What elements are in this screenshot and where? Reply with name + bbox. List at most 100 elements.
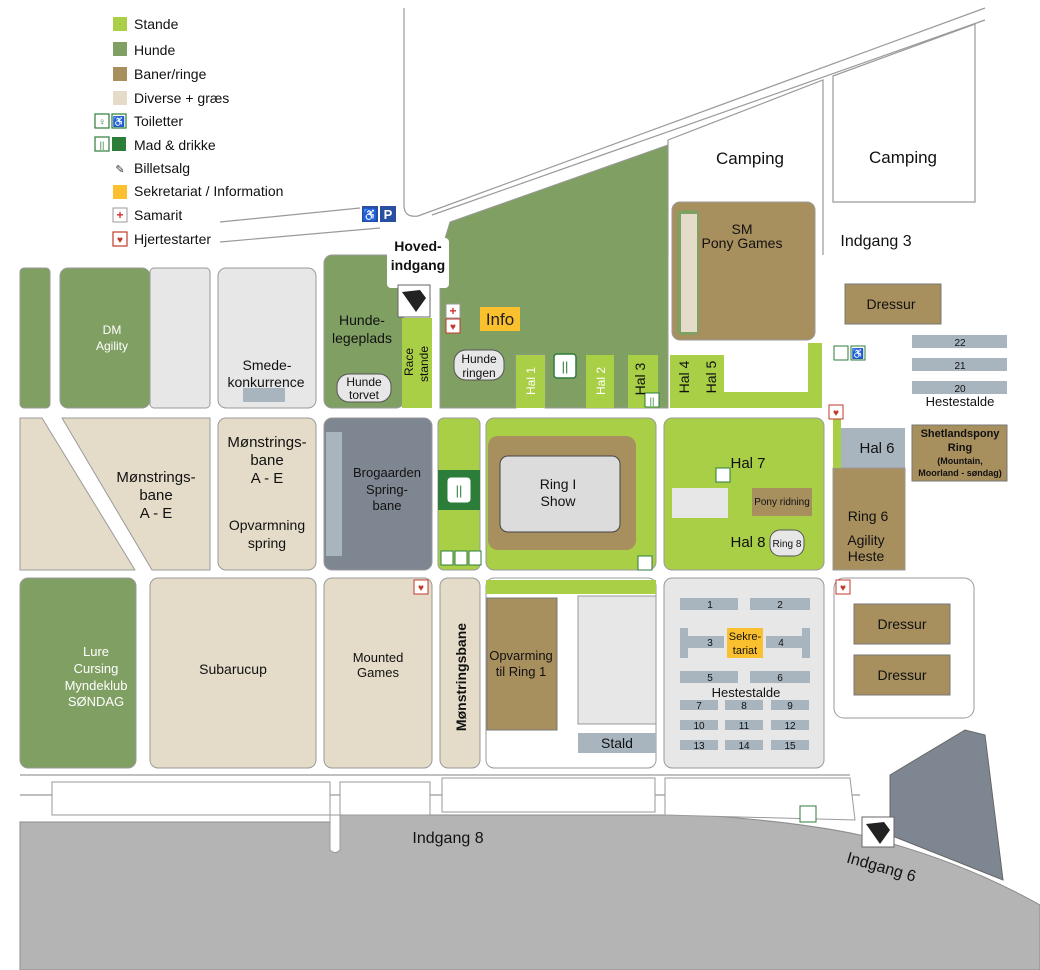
ring6-label-2: Agility [847, 532, 884, 548]
stall-label: 3 [707, 638, 713, 649]
race-stande-area [402, 318, 432, 408]
area-labels: Camping Camping Indgang 3 SM Pony Games … [65, 148, 1002, 886]
sekretariat-box [727, 628, 763, 658]
opvarming-ring1 [486, 597, 558, 731]
brogaarden-label-1: Brogaarden [353, 465, 421, 480]
subarucup-area [149, 577, 317, 769]
hal4-stand [670, 355, 698, 408]
opv-spring-label-1: Opvarmning [229, 517, 305, 533]
food-icon: || [553, 353, 577, 379]
legend-diverse: Diverse + græs [134, 90, 229, 106]
svg-text:♥: ♥ [418, 583, 424, 594]
indgang3-label: Indgang 3 [840, 233, 911, 250]
mounted-label-2: Games [357, 665, 399, 680]
svg-text:||: || [100, 140, 105, 150]
lure-label-1: Lure [83, 644, 109, 659]
svg-text:||: || [562, 359, 569, 374]
legend-toilet-icon: ♀ ♿ [94, 113, 127, 129]
stald-block [577, 595, 657, 725]
stall-label: 4 [778, 638, 784, 649]
hal2-stand [586, 355, 614, 408]
dressur-r2-label: Dressur [877, 667, 926, 683]
shetland-label-1: Shetlandspony [921, 428, 1001, 440]
indgang8-label: Indgang 8 [412, 830, 483, 847]
mounted-games-area [323, 577, 433, 769]
stall-11 [725, 720, 763, 730]
legend-mad: Mad & drikke [134, 137, 216, 153]
legend-first-aid-icon: + [112, 207, 128, 223]
stall-label: 13 [693, 741, 705, 752]
brogaarden-area [323, 417, 433, 571]
strip-left [19, 267, 51, 409]
hal3-label: Hal 3 [632, 362, 648, 395]
hestestalde-right-label: Hestestalde [926, 394, 995, 409]
stall-4-end [802, 628, 810, 658]
sm-pony-inner [681, 214, 697, 332]
ms-left-label-1: Mønstrings- [116, 469, 195, 486]
sekretariat-label-2: tariat [733, 645, 757, 657]
svg-text:+: + [449, 304, 456, 318]
stall-label: 8 [741, 701, 747, 712]
hundelege-label-1: Hunde- [339, 312, 385, 328]
pony-ridning-box [752, 488, 812, 516]
hunderingen-ring [453, 349, 505, 381]
legend-samarit: Samarit [134, 207, 182, 223]
dressur-right-area [833, 577, 975, 719]
parking-sign: ♿ P [362, 206, 396, 222]
central-stalls [680, 598, 810, 750]
camping-label: Camping [869, 148, 937, 167]
road-edge [832, 23, 976, 203]
block-grey [149, 267, 211, 409]
stall-1 [680, 598, 738, 610]
stall-label: 22 [954, 338, 966, 349]
stall-21 [912, 358, 1007, 371]
food-icon: || [447, 477, 471, 503]
stall-20 [912, 381, 1007, 394]
hal6-area [833, 428, 905, 468]
legend-ticket-icon: ✎ [115, 164, 124, 176]
svg-text:♀: ♀ [98, 117, 106, 128]
stald-label: Stald [601, 735, 633, 751]
shetland-label-2: Ring [948, 442, 972, 454]
ring6-label-1: Ring 6 [848, 508, 889, 524]
hundelege-label-2: legeplads [332, 330, 392, 346]
stall-label: 14 [738, 741, 750, 752]
toilet-icon [637, 555, 653, 571]
road-edge [219, 207, 361, 223]
stall-label: 20 [954, 384, 966, 395]
dm-agility-area [59, 267, 151, 409]
sm-pony-area [671, 201, 816, 341]
hestestalde-mid-label: Hestestalde [712, 685, 781, 700]
svg-text:♥: ♥ [833, 408, 839, 419]
hal8-label: Hal 8 [730, 534, 765, 551]
stall-label: 11 [739, 721, 750, 732]
smede-label-1: Smede- [242, 357, 291, 373]
stall-label: 6 [777, 673, 783, 684]
stall-13 [680, 740, 718, 750]
stall-12 [771, 720, 809, 730]
stall-label: 21 [954, 361, 966, 372]
dm-label-1: DM [103, 323, 122, 337]
stall-6 [750, 671, 810, 683]
first-aid-icon: + [445, 303, 461, 319]
stall-22 [912, 335, 1007, 348]
info-box[interactable] [480, 307, 520, 331]
diverse-triangle [19, 417, 136, 571]
monstringsbane-mid-area [217, 417, 317, 571]
hal6-label: Hal 6 [859, 440, 894, 457]
subarucup-label: Subarucup [199, 661, 267, 677]
ms-mid-label-1: Mønstrings- [227, 434, 306, 451]
ring8-circle [769, 529, 805, 557]
legend-defibrillator-icon: ♥ [112, 231, 128, 247]
legend-sekretariat: Sekretariat / Information [134, 183, 283, 199]
defibrillator-icon: ♥ [828, 404, 844, 420]
stall-label: 2 [777, 600, 783, 611]
defibrillator-icon: ♥ [835, 579, 851, 595]
shetland-ring [911, 424, 1008, 482]
toilet-icon [440, 550, 482, 566]
hundetorvet-label-1: Hunde [346, 375, 382, 389]
stall-7 [680, 700, 718, 710]
stall-3-end [680, 628, 688, 658]
smede-area [217, 267, 317, 409]
ring6-area [832, 467, 906, 571]
